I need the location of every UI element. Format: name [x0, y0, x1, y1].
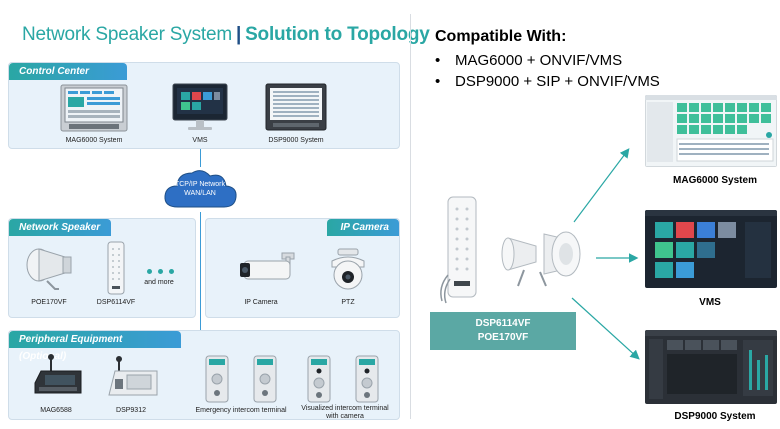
topology-diagram: Network Speaker System|Solution to Topol… [8, 24, 430, 420]
network-speaker-panel: Network Speaker POE170VF DSP6114VF [8, 218, 196, 318]
ip-camera-heading: IP Camera [327, 219, 399, 236]
arrow-to-mag6000 [573, 148, 630, 223]
title-part2: Solution to Topology [245, 24, 430, 45]
vms-monitor-image [172, 83, 228, 130]
ip-camera-label: IP Camera [244, 299, 278, 306]
ip-camera-panel: IP Camera IP Camera PTZ [205, 218, 400, 318]
connector-control-cloud [200, 149, 201, 167]
ptz-label: PTZ [341, 299, 355, 306]
compatible-item: DSP9000 + SIP + ONVIF/VMS [435, 71, 660, 92]
dsp9312-label: DSP9312 [116, 407, 146, 414]
bullet-camera-image [240, 252, 295, 280]
diagram-title: Network Speaker System|Solution to Topol… [22, 24, 430, 46]
mag6000-label: MAG6000 System [65, 137, 123, 144]
vms-label: VMS [192, 137, 208, 144]
product-model-box: DSP6114VF POE170VF [430, 312, 576, 350]
title-part1: Network Speaker System [22, 24, 232, 45]
peripheral-heading: Peripheral Equipment (Optional) [9, 331, 181, 362]
poe170vf-label: POE170VF [31, 299, 67, 306]
vertical-divider [410, 14, 411, 419]
dome-camera-image [331, 248, 365, 290]
mag6588-console-image [34, 354, 82, 394]
mag6000-system-label: MAG6000 System [673, 175, 757, 186]
dsp9000-console-image [265, 83, 327, 131]
horn-speaker-image [26, 248, 72, 290]
dsp6114vf-label: DSP6114VF [96, 299, 136, 306]
emergency-intercom-image-1 [205, 355, 229, 403]
and-more-label: and more [144, 279, 174, 286]
emergency-intercom-label: Emergency intercom terminal [195, 407, 287, 414]
vms-screen-image [645, 210, 777, 288]
compatible-title: Compatible With: [435, 28, 567, 45]
network-speaker-heading: Network Speaker [9, 219, 111, 236]
vms-system-label: VMS [699, 297, 721, 308]
column-speaker-image [107, 241, 125, 295]
peripheral-panel: Peripheral Equipment (Optional) MAG6588 … [8, 330, 400, 420]
dsp9312-console-image [108, 356, 158, 396]
dsp9000-label: DSP9000 System [268, 137, 324, 144]
visual-intercom-image-1 [307, 355, 331, 403]
network-cloud-text: TCP/IP Network WAN/LAN [160, 180, 240, 198]
column-speaker-product-image [440, 196, 477, 304]
network-line2: WAN/LAN [184, 190, 216, 197]
mag6588-label: MAG6588 [40, 407, 72, 414]
connector-cloud-down [200, 212, 201, 330]
visual-intercom-label: Visualized intercom terminal with camera [301, 405, 389, 420]
network-line1: TCP/IP Network [174, 181, 226, 188]
title-separator: | [235, 24, 242, 45]
mag6000-screen-image [645, 95, 777, 167]
visual-intercom-image-2 [355, 355, 379, 403]
control-center-panel: Control Center MAG6000 System [8, 62, 400, 149]
compatible-item: MAG6000 + ONVIF/VMS [435, 50, 660, 71]
product-model-line2: POE170VF [477, 332, 529, 343]
dsp9000-screen-image [645, 330, 777, 404]
dsp9000-system-label: DSP9000 System [674, 411, 756, 422]
network-cloud-icon [164, 170, 237, 208]
control-center-heading: Control Center [9, 63, 127, 80]
mag6000-console-image [60, 84, 128, 132]
horn-speaker-product-image [501, 231, 581, 287]
arrow-to-dsp9000 [571, 297, 640, 360]
more-dots-icon [147, 269, 174, 274]
product-model-line1: DSP6114VF [475, 318, 531, 329]
compatible-list: MAG6000 + ONVIF/VMS DSP9000 + SIP + ONVI… [435, 50, 660, 92]
emergency-intercom-image-2 [253, 355, 277, 403]
